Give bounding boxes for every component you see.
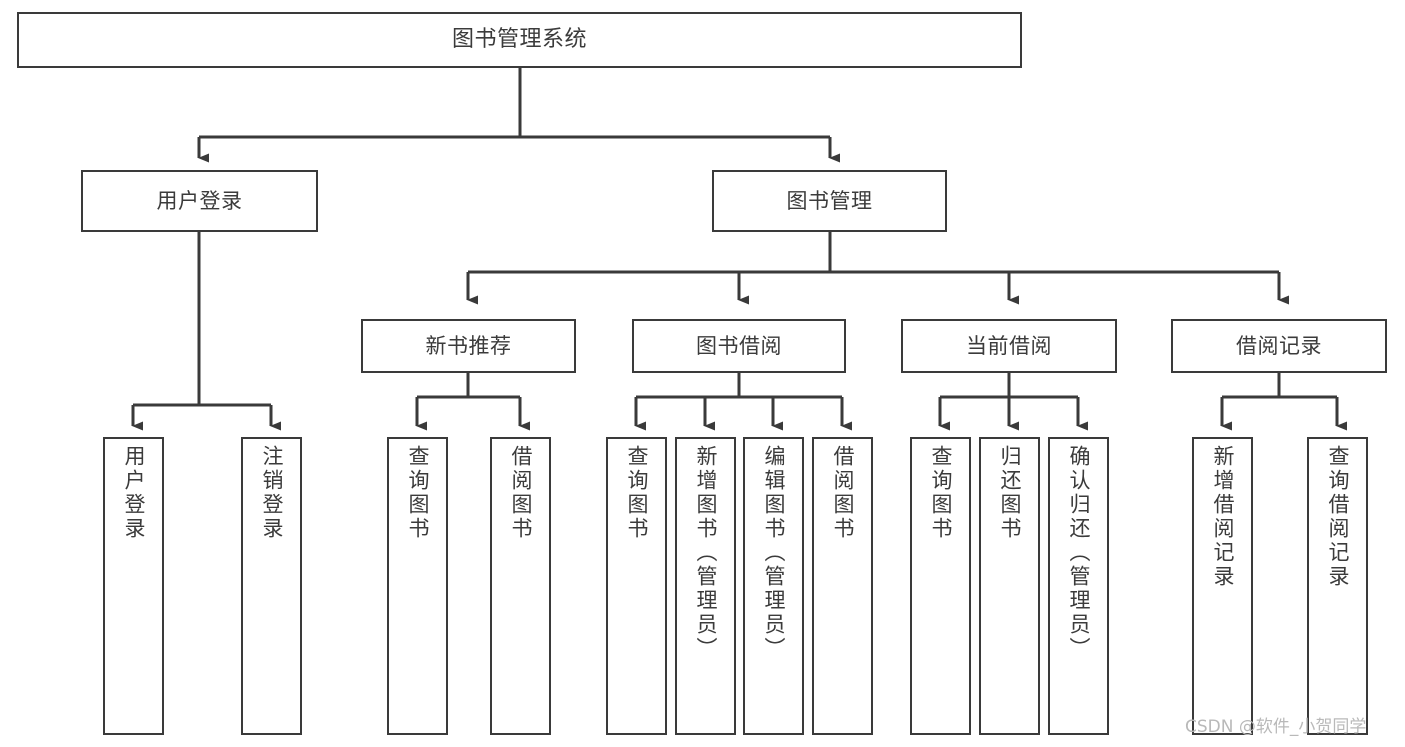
node-label: 编辑图书（管理员） [762,445,786,661]
node-label: 查询图书 [625,445,649,541]
node-label: 当前借阅 [966,333,1052,358]
node-label: 查询图书 [406,445,430,541]
leaf-edit-book-admin[interactable]: 编辑图书（管理员） [743,437,804,735]
node-book-borrow[interactable]: 图书借阅 [632,319,846,373]
leaf-return-book[interactable]: 归还图书 [979,437,1040,735]
node-label: 图书借阅 [696,333,782,358]
node-label: 查询图书 [929,445,953,541]
leaf-query-book-borrow[interactable]: 查询图书 [606,437,667,735]
csdn-watermark: CSDN @软件_小贺同学 [1185,717,1367,737]
leaf-user-login[interactable]: 用户登录 [103,437,164,735]
node-label: 确认归还（管理员） [1067,445,1091,661]
node-label: 注销登录 [260,445,284,541]
leaf-add-book-admin[interactable]: 新增图书（管理员） [675,437,736,735]
node-label: 图书管理 [786,188,873,213]
leaf-query-borrow-record[interactable]: 查询借阅记录 [1307,437,1368,735]
node-label: 借阅图书 [831,445,855,541]
node-label: 用户登录 [156,188,243,213]
node-label: 借阅记录 [1236,333,1322,358]
leaf-borrow-book-borrow[interactable]: 借阅图书 [812,437,873,735]
node-label: 图书管理系统 [451,27,587,53]
node-label: 新增借阅记录 [1211,445,1235,589]
leaf-logout-login[interactable]: 注销登录 [241,437,302,735]
node-label: 新书推荐 [425,333,512,358]
leaf-confirm-return-admin[interactable]: 确认归还（管理员） [1048,437,1109,735]
node-label: 借阅图书 [509,445,533,541]
node-current-borrow[interactable]: 当前借阅 [901,319,1117,373]
node-user-login[interactable]: 用户登录 [81,170,318,232]
node-label: 新增图书（管理员） [694,445,718,661]
node-borrow-record[interactable]: 借阅记录 [1171,319,1387,373]
leaf-add-borrow-record[interactable]: 新增借阅记录 [1192,437,1253,735]
node-label: 用户登录 [122,445,146,541]
leaf-query-book-recommend[interactable]: 查询图书 [387,437,448,735]
node-label: 归还图书 [998,445,1022,541]
node-root-system[interactable]: 图书管理系统 [17,12,1022,68]
node-new-book-recommend[interactable]: 新书推荐 [361,319,576,373]
leaf-borrow-book-recommend[interactable]: 借阅图书 [490,437,551,735]
node-book-management[interactable]: 图书管理 [712,170,947,232]
leaf-query-book-current[interactable]: 查询图书 [910,437,971,735]
node-label: 查询借阅记录 [1326,445,1350,589]
